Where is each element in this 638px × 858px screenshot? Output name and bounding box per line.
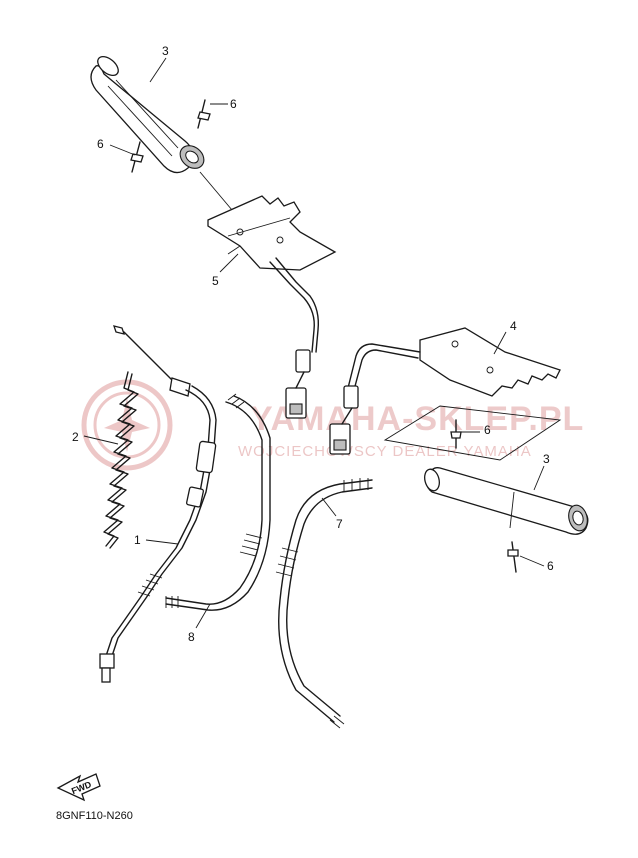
callout-hose-long: 7 bbox=[336, 517, 343, 531]
callout-spring: 2 bbox=[72, 430, 79, 444]
callout-rivet-right-top: 6 bbox=[484, 423, 491, 437]
rivet-top-right bbox=[197, 99, 228, 129]
fwd-arrow-icon: FWD bbox=[56, 773, 101, 802]
grip-heater-top bbox=[207, 195, 337, 419]
grip-top bbox=[90, 55, 233, 211]
watermark-subtitle: WOJCIECHOWSCY DEALER YAMAHA bbox=[238, 443, 532, 460]
rivet-right-bottom bbox=[507, 541, 545, 573]
callout-grip-top: 3 bbox=[162, 44, 169, 58]
callout-hose-short: 8 bbox=[188, 630, 195, 644]
catalog-code: 8GNF110-N260 bbox=[56, 810, 133, 822]
spring bbox=[103, 371, 139, 549]
callout-rivet-top-left: 6 bbox=[97, 137, 104, 151]
rivet-right-top bbox=[450, 419, 480, 449]
callout-throttle-cable: 1 bbox=[134, 533, 141, 547]
grip-right bbox=[424, 467, 589, 535]
hose-long bbox=[275, 478, 373, 729]
throttle-cable bbox=[99, 325, 217, 683]
callout-heater-right: 4 bbox=[510, 319, 517, 333]
callout-rivet-top-right: 6 bbox=[230, 97, 237, 111]
callout-grip-right: 3 bbox=[543, 452, 550, 466]
callout-rivet-right-bottom: 6 bbox=[547, 559, 554, 573]
hose-short bbox=[165, 393, 271, 611]
grip-heater-right bbox=[329, 327, 562, 461]
leader-lines bbox=[83, 57, 545, 629]
rivet-top-left bbox=[109, 141, 144, 173]
watermark-logo bbox=[81, 379, 173, 471]
callout-heater-top: 5 bbox=[212, 274, 219, 288]
